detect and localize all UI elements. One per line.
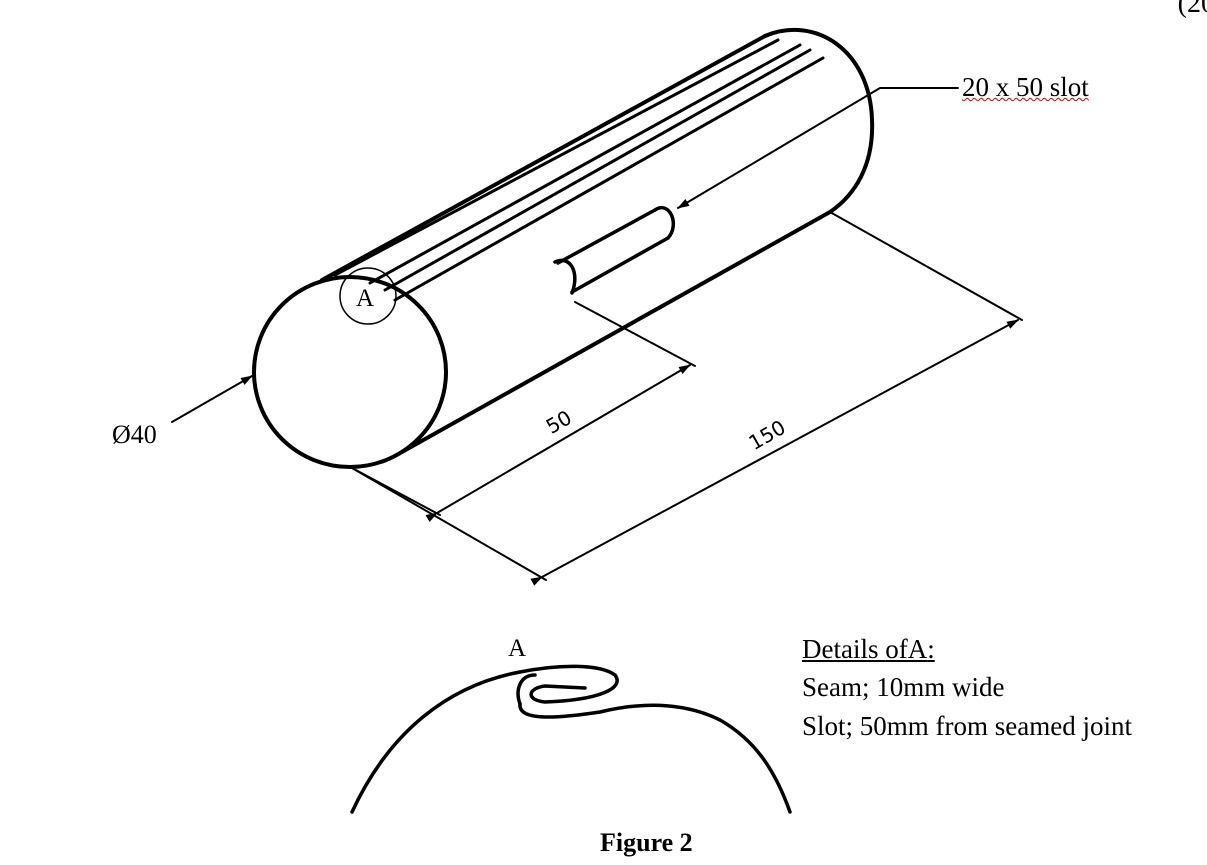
slot: [553, 206, 675, 295]
details-line-slot: Slot; 50mm from seamed joint: [802, 711, 1132, 741]
cylinder-body: [252, 28, 875, 469]
detail-a-marker-circle: [339, 267, 397, 325]
detail-view-label: A: [508, 635, 527, 662]
slot-label-text: 20 x 50 slot: [962, 72, 1089, 102]
detail-a-view: [350, 664, 792, 814]
details-heading: Details ofA:: [802, 636, 935, 663]
detail-a-marker: A: [356, 285, 375, 312]
details-heading-suffix: :: [927, 634, 935, 664]
diameter-label: Ø40: [112, 420, 157, 449]
details-heading-prefix: Details: [802, 634, 886, 664]
figure-caption: Figure 2: [600, 828, 693, 857]
details-heading-word: ofA: [885, 634, 928, 664]
dimension-lines: [171, 87, 1023, 586]
seam-lines: [333, 38, 825, 302]
slot-label: 20 x 50 slot: [962, 74, 1089, 101]
page-corner-text: (20: [1177, 0, 1207, 19]
details-line-seam: Seam; 10mm wide: [802, 672, 1005, 702]
